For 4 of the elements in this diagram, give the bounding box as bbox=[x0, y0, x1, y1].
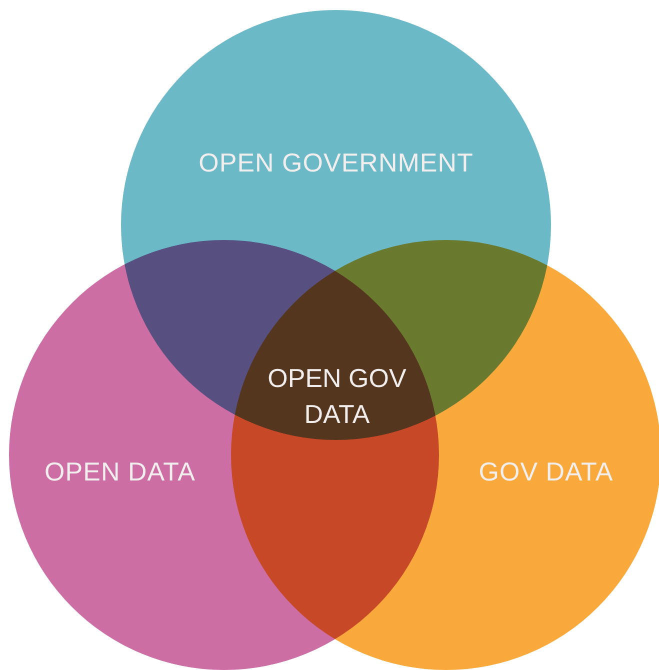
circle-label: GOV DATA bbox=[478, 456, 614, 488]
circle-label: OPEN GOVERNMENT bbox=[198, 148, 474, 178]
circle-label: OPEN DATA bbox=[44, 456, 196, 488]
overlap-label: OPEN GOV DATA bbox=[266, 362, 408, 431]
